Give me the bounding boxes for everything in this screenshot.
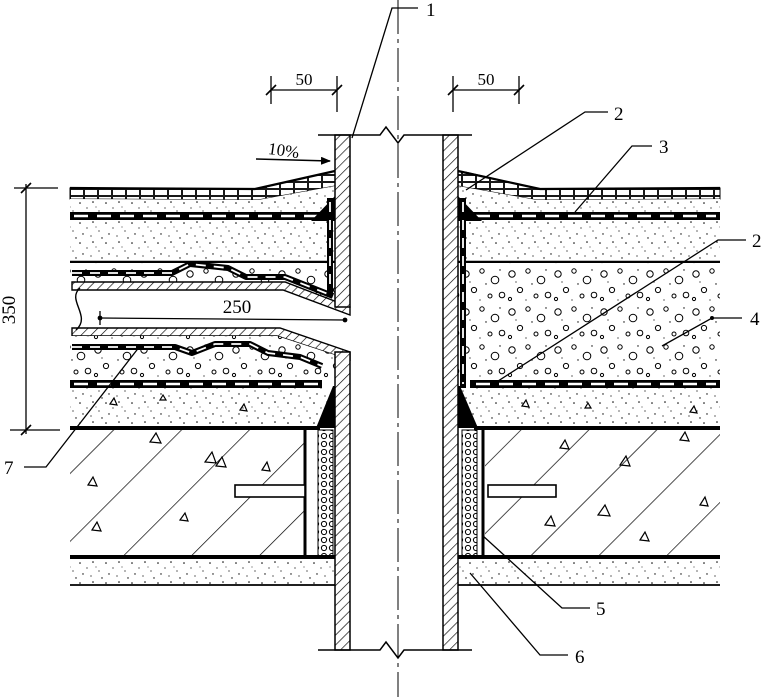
leader-line [494,239,746,384]
screed-lower-left [70,388,335,426]
callout-3: 3 [574,137,669,213]
flashing-membrane-dashes-upper-left [72,263,334,297]
branch-pipe-break-symbol [74,287,83,331]
sealant-fillet-lower-left [316,386,335,428]
water-stop-flange-right [487,484,557,498]
tick-mark [513,84,525,96]
screed-upper-right [458,220,720,262]
dimension-branch-length: 250 [97,297,348,325]
dimension-flange-right: 50 [447,70,525,112]
leader-line [351,7,418,139]
pipe-wall-left-lower [334,351,351,651]
dimension-text-total-height: 350 [0,296,20,325]
tick-mark [20,182,32,194]
dimension-text-flange-right: 50 [478,70,495,89]
tick-mark [331,84,343,96]
dimension-text-flange-left: 50 [296,70,313,89]
callout-number: 7 [4,458,14,479]
finish-surface-line-left [69,169,336,191]
water-stop-flange-left [234,484,306,498]
slope-text: 10% [267,139,301,162]
leader-dot [710,316,714,320]
sealant-column-left [317,429,334,557]
callout-2-mid: 2 [494,231,762,384]
dimension-flange-left: 50 [265,70,343,112]
callout-5: 5 [481,534,606,620]
dimension-line [99,317,346,321]
callout-2-top: 2 [465,104,624,191]
dimension-end-dot-right [342,317,348,323]
bedding-band-right [458,186,720,212]
branch-pipe-upper-wall [71,281,351,317]
leader-line [574,145,652,213]
flashing-membrane-dashes-lower-left [72,343,323,367]
callout-6: 6 [469,572,585,668]
leader-line [24,345,141,468]
ceiling-plaster-left [70,560,335,585]
pipe-break-line-bottom [318,640,472,660]
aggregate-marks-right [520,398,709,542]
dimension-end-dot-left [97,315,103,321]
callout-1: 1 [351,0,436,139]
callout-number: 2 [752,231,762,252]
callout-number: 4 [750,309,760,330]
slope-indicator: 10% [255,139,331,165]
bedding-band-left [70,186,335,212]
tick-mark [265,84,277,96]
callout-number: 5 [596,599,606,620]
tick-mark [20,424,32,436]
slope-arrow [255,156,331,165]
pipe-wall-right [442,134,459,651]
vertical-pipe [318,0,472,697]
callout-number: 6 [575,647,585,668]
dimension-total-height: 350 [0,182,60,436]
pipe-break-line-top [318,125,472,145]
screed-upper-left [70,220,335,262]
dimension-text-branch-length: 250 [223,297,252,318]
sealant-column-right [461,429,478,557]
tick-mark [447,84,459,96]
leader-line [469,572,568,656]
pipe-wall-left-upper [334,134,351,308]
callout-number: 3 [659,137,669,158]
sealant-fillet-lower-right [458,386,478,428]
callout-7: 7 [4,345,141,479]
aggregate-marks-left [86,393,271,532]
insulation-right [458,263,720,380]
layers-left [69,169,351,586]
callout-number: 2 [614,104,624,125]
screed-lower-right [458,388,720,426]
branch-pipe-interior [72,290,350,352]
callout-4: 4 [661,309,760,347]
callout-number: 1 [426,0,436,21]
ceiling-plaster-right [458,560,720,585]
layers-right [457,169,721,586]
leader-line [481,534,590,609]
leader-line [465,111,608,191]
